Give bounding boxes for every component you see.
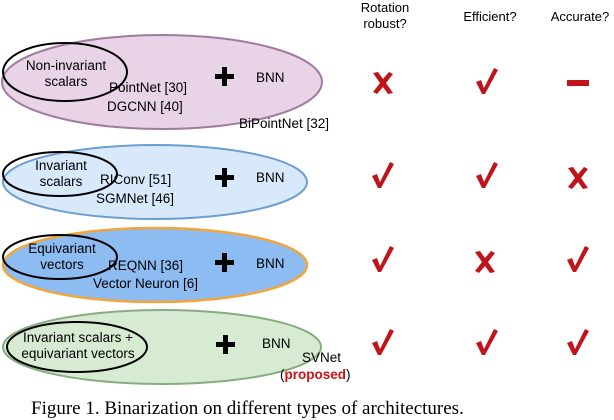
row3-outer-ellipse xyxy=(1,226,309,304)
check-icon xyxy=(476,68,498,94)
row3-inner-ellipse xyxy=(2,234,118,280)
check-icon xyxy=(372,329,394,355)
header-rotation-text: Rotation robust? xyxy=(360,0,410,31)
row4-result-highlight: (proposed) xyxy=(280,367,351,382)
check-icon xyxy=(567,246,589,272)
cross-icon xyxy=(568,167,588,189)
check-icon xyxy=(372,162,394,188)
row3-inner-label: Equivariant vectors xyxy=(28,241,96,272)
dash-icon xyxy=(567,80,589,86)
check-icon xyxy=(372,246,394,272)
row2-method-1: RIConv [51] xyxy=(100,172,172,187)
row3-method-2: Vector Neuron [6] xyxy=(93,276,199,291)
header-accurate: Accurate? xyxy=(550,9,610,24)
check-icon xyxy=(476,329,498,355)
row2-method-2: SGMNet [46] xyxy=(96,191,175,206)
row4-result: SVNet xyxy=(302,350,342,365)
check-icon xyxy=(476,162,498,188)
row1-result: BiPointNet [32] xyxy=(239,116,330,131)
row4-bnn: BNN xyxy=(262,336,291,351)
row4-inner-ellipse xyxy=(6,321,148,373)
row3-bnn: BNN xyxy=(256,256,285,271)
row1-inner-ellipse xyxy=(2,42,128,102)
cross-icon xyxy=(373,72,393,94)
cross-icon xyxy=(475,251,495,273)
row1-method-1: PointNet [30] xyxy=(109,80,188,95)
row1-inner-label: Non-invariant scalars xyxy=(25,58,107,89)
row2-outer-ellipse xyxy=(2,144,308,220)
row2-inner-ellipse xyxy=(2,151,118,197)
row1-method-2: DGCNN [40] xyxy=(107,99,183,114)
row2-bnn: BNN xyxy=(256,170,285,185)
figure-caption: Figure 1. Binarization on different type… xyxy=(31,398,464,419)
proposed-label: proposed xyxy=(284,367,347,382)
row1-outer-ellipse xyxy=(1,34,323,130)
row3-method-1: REQNN [36] xyxy=(108,258,184,273)
row4-inner-label: Invariant scalars + equivariant vectors xyxy=(21,330,135,361)
row2-inner-label: Invariant scalars xyxy=(35,158,87,189)
header-rotation-robust: Rotation robust? xyxy=(348,0,422,32)
row4-outer-ellipse xyxy=(2,309,322,385)
row1-bnn: BNN xyxy=(256,70,285,85)
plus-icon xyxy=(215,67,235,354)
check-icon xyxy=(567,329,589,355)
header-efficient: Efficient? xyxy=(463,9,517,24)
